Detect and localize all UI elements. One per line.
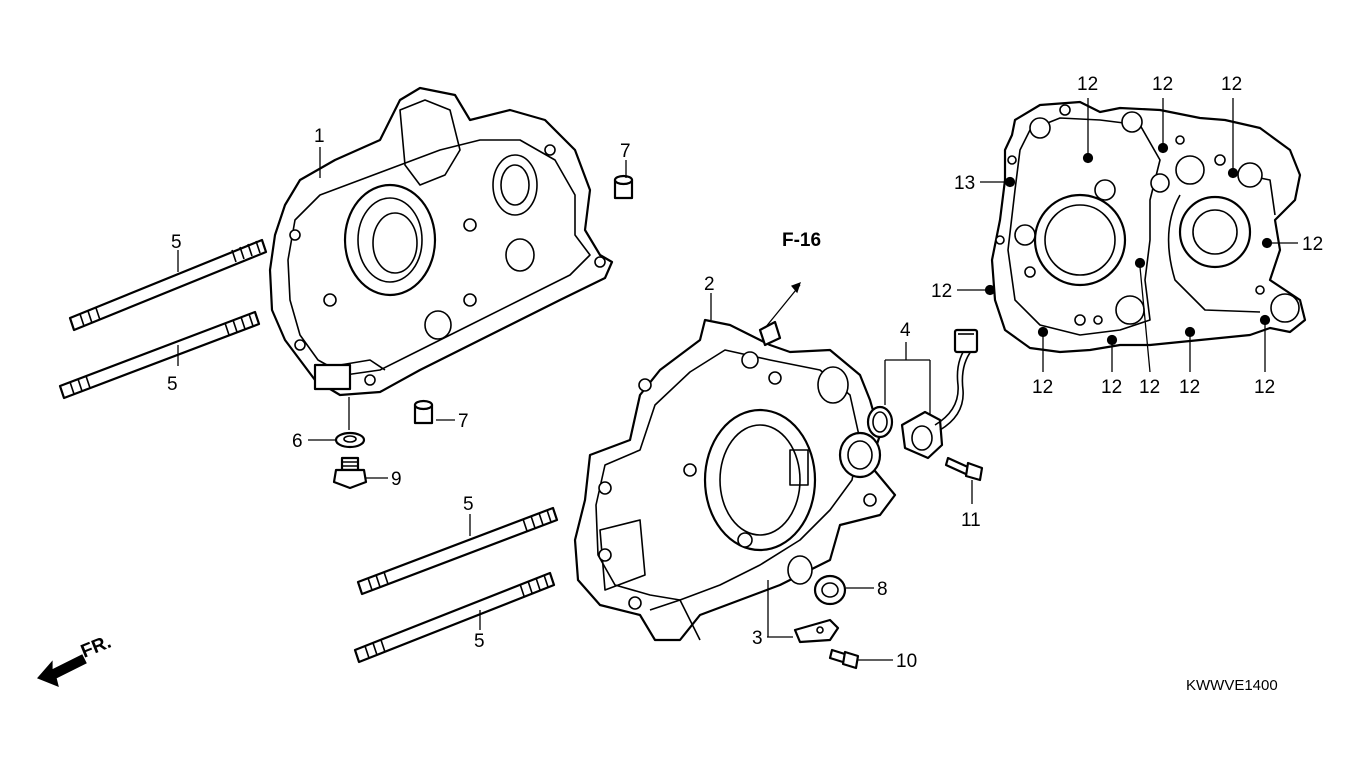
callout-9: 9 xyxy=(391,469,402,490)
callout-12-c: 12 xyxy=(1221,74,1242,95)
callout-12-d: 12 xyxy=(1302,234,1323,255)
callout-7-upper: 7 xyxy=(620,141,631,162)
reference-f16-label: F-16 xyxy=(782,230,821,251)
plate-bolt xyxy=(828,648,860,670)
setting-plate xyxy=(793,618,840,644)
front-label: FR. xyxy=(78,632,114,663)
callout-4: 4 xyxy=(900,320,911,341)
callout-8: 8 xyxy=(877,579,888,600)
stud-bolts-lower xyxy=(353,506,559,664)
breather-leader xyxy=(764,284,801,329)
callout-12-j: 12 xyxy=(1254,377,1275,398)
neutral-switch-assembly xyxy=(866,328,979,460)
callout-10: 10 xyxy=(896,651,917,672)
callout-12-g: 12 xyxy=(1101,377,1122,398)
callout-1: 1 xyxy=(314,126,325,147)
callout-5-upper: 5 xyxy=(171,232,182,253)
dowel-pins xyxy=(413,174,634,425)
reference-arrow-icon xyxy=(790,281,801,294)
callout-2: 2 xyxy=(704,274,715,295)
front-direction-arrow-icon xyxy=(36,654,87,687)
callout-12-a: 12 xyxy=(1077,74,1098,95)
diagram-code: KWWVE1400 xyxy=(1186,677,1278,694)
callout-6: 6 xyxy=(292,431,303,452)
callout-5-mid: 5 xyxy=(167,374,178,395)
stud-bolts-upper-left xyxy=(58,238,268,400)
callout-12-b: 12 xyxy=(1152,74,1173,95)
callout-12-e: 12 xyxy=(931,281,952,302)
callout-7-lower: 7 xyxy=(458,411,469,432)
switch-bolt xyxy=(944,456,984,482)
left-crankcase-half xyxy=(573,318,897,642)
callout-5-lower-a: 5 xyxy=(463,494,474,515)
right-crankcase-half xyxy=(268,86,614,397)
callout-12-f: 12 xyxy=(1032,377,1053,398)
sealing-washer xyxy=(334,431,366,449)
callout-11: 11 xyxy=(961,510,981,531)
callout-12-h: 12 xyxy=(1139,377,1160,398)
callout-13: 13 xyxy=(954,173,975,194)
drain-bolt xyxy=(332,456,368,490)
callout-3: 3 xyxy=(752,628,763,649)
callout-12-i: 12 xyxy=(1179,377,1200,398)
crankcase-face-view xyxy=(984,100,1307,354)
callout-5-lower-b: 5 xyxy=(474,631,485,652)
oil-seal xyxy=(813,574,847,606)
leader-lines xyxy=(177,98,1298,661)
